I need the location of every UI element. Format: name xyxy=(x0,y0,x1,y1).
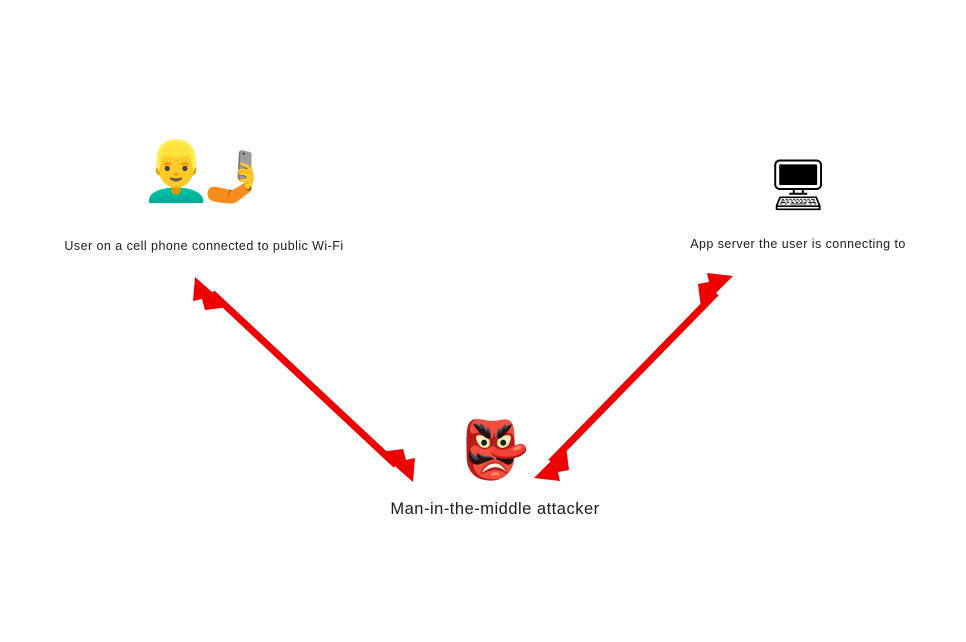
node-user: 👱‍♂️ 🤳 User on a cell phone connected to… xyxy=(57,143,351,254)
person-icon: 👱‍♂️ xyxy=(140,139,213,204)
arrowhead-toward-attacker-right xyxy=(534,446,569,481)
node-attacker: 👺 Man-in-the-middle attacker xyxy=(378,422,612,519)
node-user-label: User on a cell phone connected to public… xyxy=(64,239,344,253)
connector-attacker-server-shaft xyxy=(548,290,719,465)
connector-user-attacker xyxy=(193,277,415,482)
goblin-mask-icon: 👺 xyxy=(460,418,530,481)
node-server-label: App server the user is connecting to xyxy=(690,237,906,251)
arrowhead-toward-user xyxy=(193,277,229,310)
connector-user-attacker-shaft xyxy=(209,290,399,468)
node-attacker-label: Man-in-the-middle attacker xyxy=(390,500,600,518)
phone-in-hand-icon: 🤳 xyxy=(202,149,265,205)
arrowhead-toward-server xyxy=(698,273,733,308)
node-server: 🖥 App server the user is connecting to xyxy=(684,160,912,251)
connector-attacker-server xyxy=(534,273,733,481)
desktop-computer-icon: 🖥 xyxy=(766,157,830,213)
person-with-phone-icon: 👱‍♂️ 🤳 xyxy=(140,143,268,219)
arrowhead-toward-attacker-left xyxy=(379,449,415,482)
